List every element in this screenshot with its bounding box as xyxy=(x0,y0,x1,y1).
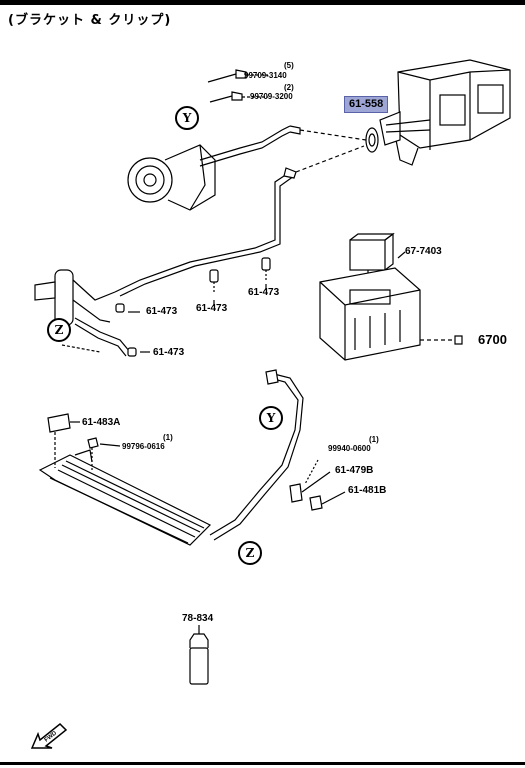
part-number-label: 61-473 xyxy=(196,303,228,314)
bottom-rule xyxy=(0,762,525,765)
clip-61-479b-drawing xyxy=(289,483,303,503)
part-61-558-highlight[interactable]: 61-558 xyxy=(344,96,389,113)
control-unit-6700-drawing xyxy=(319,267,463,361)
condenser-drawing xyxy=(38,449,212,546)
ref-z-bottom: Z xyxy=(238,541,262,565)
can-78-834-drawing xyxy=(189,625,209,685)
part-number-label: 6700 xyxy=(478,332,507,347)
discharge-hose-drawing xyxy=(209,377,299,536)
qty-label: (5) xyxy=(284,61,294,70)
part-number-label: 99796-0616 xyxy=(122,442,165,451)
liquid-pipe-drawing xyxy=(114,171,291,293)
receiver-drier-drawing xyxy=(34,269,116,326)
part-number-label: 61-473 xyxy=(153,347,185,358)
top-rule xyxy=(0,0,525,5)
clip-61-473-drawing xyxy=(115,257,271,357)
part-number-label: 61-483A xyxy=(82,417,121,428)
grommet-61-558-drawing xyxy=(365,127,379,153)
qty-label: (1) xyxy=(163,433,173,442)
compressor-drawing xyxy=(127,144,216,211)
part-number-label: 99940-0600 xyxy=(328,444,371,453)
bolt-99796-0616-drawing xyxy=(87,437,99,470)
part-number-label: 67-7403 xyxy=(405,246,442,257)
page-title: (ブラケット & クリップ) xyxy=(8,13,172,28)
qty-label: (1) xyxy=(369,435,379,444)
hvac-unit-drawing xyxy=(379,59,511,166)
part-number-label: 99709-3200 xyxy=(250,92,293,101)
part-number-label: 61-481B xyxy=(348,485,387,496)
part-number-label: 61-479B xyxy=(335,465,374,476)
clip-61-481b-drawing xyxy=(309,495,323,511)
ref-y-mid: Y xyxy=(259,406,283,430)
ref-z-left: Z xyxy=(47,318,71,342)
part-number-label: 78-834 xyxy=(182,613,214,624)
part-number-label: 61-473 xyxy=(248,287,280,298)
suction-hose-drawing xyxy=(199,125,291,161)
fwd-arrow-icon: FWD xyxy=(30,722,68,749)
ref-y-top: Y xyxy=(175,106,199,130)
part-number-label: 61-473 xyxy=(146,306,178,317)
part-number-label: 99709-3140 xyxy=(244,71,287,80)
qty-label: (2) xyxy=(284,83,294,92)
bracket-61-483a-drawing xyxy=(47,413,71,433)
bolt-99709-3200-drawing xyxy=(209,91,268,103)
bolt-99709-3140-drawing xyxy=(207,69,268,83)
